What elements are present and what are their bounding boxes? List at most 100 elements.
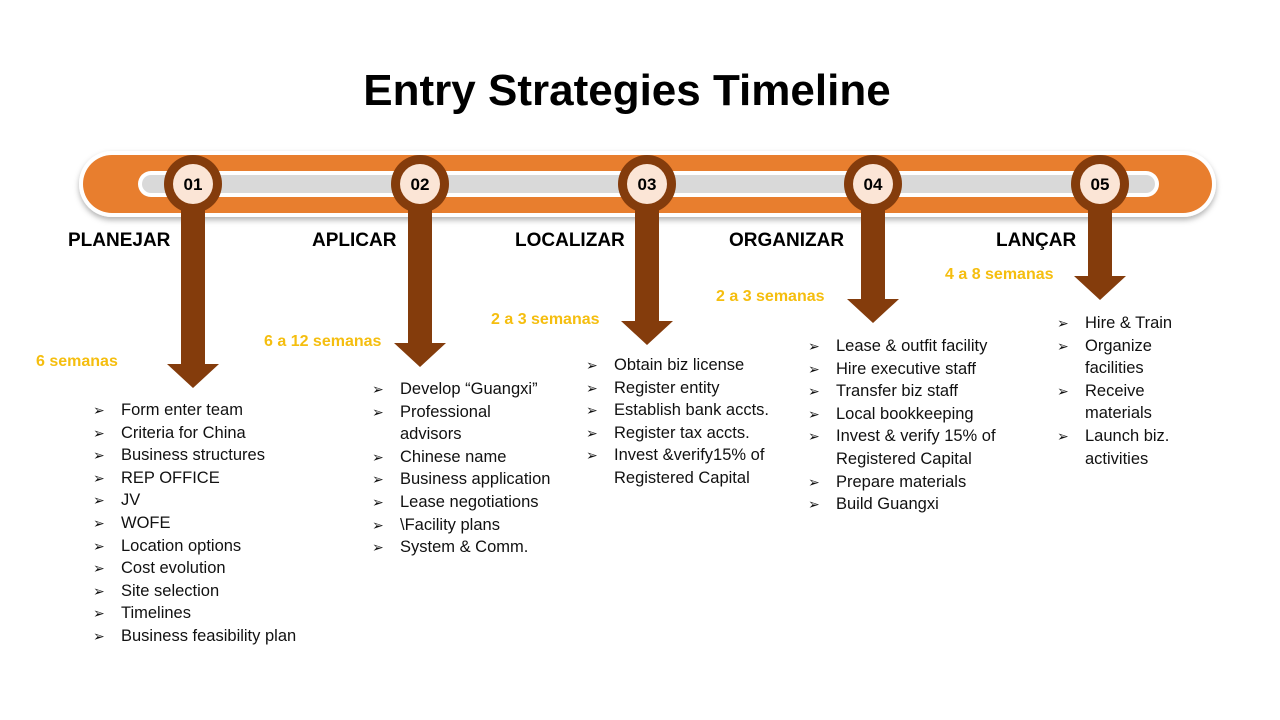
- step-node-inner: [173, 164, 213, 204]
- list-item: ➢ Business feasibility plan: [93, 625, 296, 648]
- list-item: ➢ Criteria for China: [93, 422, 296, 445]
- arrow-bullet-icon: ➢: [372, 539, 384, 556]
- phase-label: LANÇAR: [996, 230, 1077, 251]
- arrow-bullet-icon: ➢: [93, 582, 105, 599]
- list-item: ➢ WOFE: [93, 512, 296, 535]
- list-item: ➢Invest & verify 15% of Registered Capit…: [808, 425, 996, 470]
- page-title: Entry Strategies Timeline: [363, 66, 891, 115]
- list-item: ➢ Invest &verify15% of Registered Capital: [586, 444, 769, 489]
- list-item-text: Establish bank accts.: [614, 401, 769, 420]
- arrow-bullet-icon: ➢: [808, 496, 820, 513]
- list-item: ➢REP OFFICE: [93, 467, 296, 490]
- list-item-text: Develop “Guangxi”: [400, 380, 538, 398]
- list-item-text: Transfer biz staff: [836, 382, 958, 401]
- duration-label: 2 a 3 semanas: [491, 311, 600, 328]
- arrow-bullet-icon: ➢: [93, 514, 105, 531]
- list-item-text: Timelines: [121, 604, 191, 623]
- arrow-bullet-icon: ➢: [93, 402, 105, 418]
- arrow-bullet-icon: ➢: [372, 471, 384, 488]
- list-item-text: Local bookkeeping: [836, 404, 974, 423]
- list-item: ➢ Timelines: [93, 602, 296, 625]
- arrow-bullet-icon: ➢: [372, 381, 384, 397]
- task-list: ➢ Form enter team ➢ Criteria for China ➢ Busi…: [93, 399, 296, 648]
- list-item-text: WOFE: [121, 513, 171, 532]
- arrow-bullet-icon: ➢: [1057, 382, 1069, 399]
- list-item-text: \Facility plans: [400, 515, 500, 534]
- down-arrow: [167, 195, 219, 388]
- list-item: ➢Prepare materials: [808, 471, 996, 494]
- duration-label: 4 a 8 semanas: [945, 266, 1054, 283]
- arrow-bullet-icon: ➢: [93, 537, 105, 554]
- down-arrow: [847, 195, 899, 323]
- list-item: ➢Cost evolution: [93, 557, 296, 580]
- list-item-text: Lease & outfit facility: [836, 337, 988, 355]
- list-item-text: Business application: [400, 470, 551, 489]
- arrow-bullet-icon: ➢: [808, 405, 820, 422]
- duration-label: 6 a 12 semanas: [264, 333, 382, 350]
- arrow-bullet-icon: ➢: [808, 473, 820, 490]
- duration-label: 2 a 3 semanas: [716, 288, 825, 305]
- list-item: ➢ Business structures: [93, 444, 296, 467]
- arrow-bullet-icon: ➢: [808, 383, 820, 400]
- list-item: ➢ Local bookkeeping: [808, 403, 996, 426]
- list-item: ➢ Launch biz. activities: [1057, 425, 1172, 470]
- list-item: ➢Location options: [93, 535, 296, 558]
- list-item-text: Lease negotiations: [400, 492, 539, 511]
- list-item-text: Build Guangxi: [836, 495, 939, 514]
- arrow-bullet-icon: ➢: [808, 360, 820, 377]
- arrow-bullet-icon: ➢: [372, 516, 384, 533]
- arrow-bullet-icon: ➢: [93, 605, 105, 622]
- arrow-bullet-icon: ➢: [586, 379, 598, 396]
- arrow-bullet-icon: ➢: [372, 403, 384, 420]
- task-list: ➢ Develop “Guangxi” ➢ Professional advisors…: [372, 378, 550, 559]
- list-item-text: Invest & verify 15% of Registered Capita…: [836, 427, 996, 468]
- duration-label: 6 semanas: [36, 353, 118, 370]
- arrow-bullet-icon: ➢: [93, 627, 105, 644]
- step-number: 05: [1090, 175, 1110, 194]
- down-arrow: [394, 195, 446, 367]
- arrow-bullet-icon: ➢: [93, 469, 105, 486]
- list-item: ➢Establish bank accts.: [586, 399, 769, 422]
- list-item: ➢ Lease negotiations: [372, 491, 550, 514]
- list-item-text: Invest &verify15% of Registered Capital: [614, 446, 765, 487]
- arrow-bullet-icon: ➢: [808, 338, 820, 354]
- list-item: ➢ Professional advisors: [372, 401, 550, 446]
- list-item-text: Form enter team: [121, 401, 243, 419]
- list-item-text: Organize facilities: [1085, 336, 1152, 378]
- list-item-text: System & Comm.: [400, 538, 529, 557]
- step-number: 03: [637, 175, 657, 194]
- arrow-bullet-icon: ➢: [93, 424, 105, 441]
- arrow-bullet-icon: ➢: [1057, 337, 1069, 354]
- list-item: ➢ System & Comm.: [372, 536, 550, 559]
- list-item: ➢ \Facility plans: [372, 514, 550, 537]
- step-node-inner: [627, 164, 667, 204]
- arrow-bullet-icon: ➢: [586, 447, 598, 464]
- step-node-inner: [853, 164, 893, 204]
- list-item-text: Business feasibility plan: [121, 626, 297, 645]
- list-item-text: Professional advisors: [400, 402, 491, 444]
- list-item: ➢Chinese name: [372, 446, 550, 469]
- task-list: ➢Obtain biz license➢Register entity➢Esta…: [586, 354, 769, 490]
- list-item: ➢ Form enter team: [93, 399, 296, 422]
- arrow-bullet-icon: ➢: [1057, 427, 1069, 444]
- task-list: ➢ Lease & outfit facility ➢Hire executive …: [808, 335, 996, 516]
- arrow-bullet-icon: ➢: [372, 493, 384, 510]
- step-node-inner: [400, 164, 440, 204]
- list-item: ➢Hire executive staff: [808, 358, 996, 381]
- list-item-text: JV: [121, 491, 141, 510]
- list-item: ➢ Develop “Guangxi”: [372, 378, 550, 401]
- list-item-text: Business structures: [121, 446, 265, 465]
- list-item-text: Launch biz. activities: [1085, 426, 1170, 468]
- arrow-bullet-icon: ➢: [1057, 315, 1069, 331]
- list-item: ➢ Lease & outfit facility: [808, 335, 996, 358]
- list-item-text: Criteria for China: [121, 423, 246, 442]
- list-item: ➢ Build Guangxi: [808, 493, 996, 516]
- down-arrow: [1074, 195, 1126, 300]
- phase-label: PLANEJAR: [68, 230, 171, 251]
- arrow-bullet-icon: ➢: [93, 447, 105, 464]
- list-item-text: Cost evolution: [121, 559, 226, 578]
- arrow-bullet-icon: ➢: [586, 424, 598, 441]
- list-item: ➢Register tax accts.: [586, 422, 769, 445]
- task-list: ➢Hire & Train➢Organize facilities➢Receiv…: [1057, 312, 1172, 470]
